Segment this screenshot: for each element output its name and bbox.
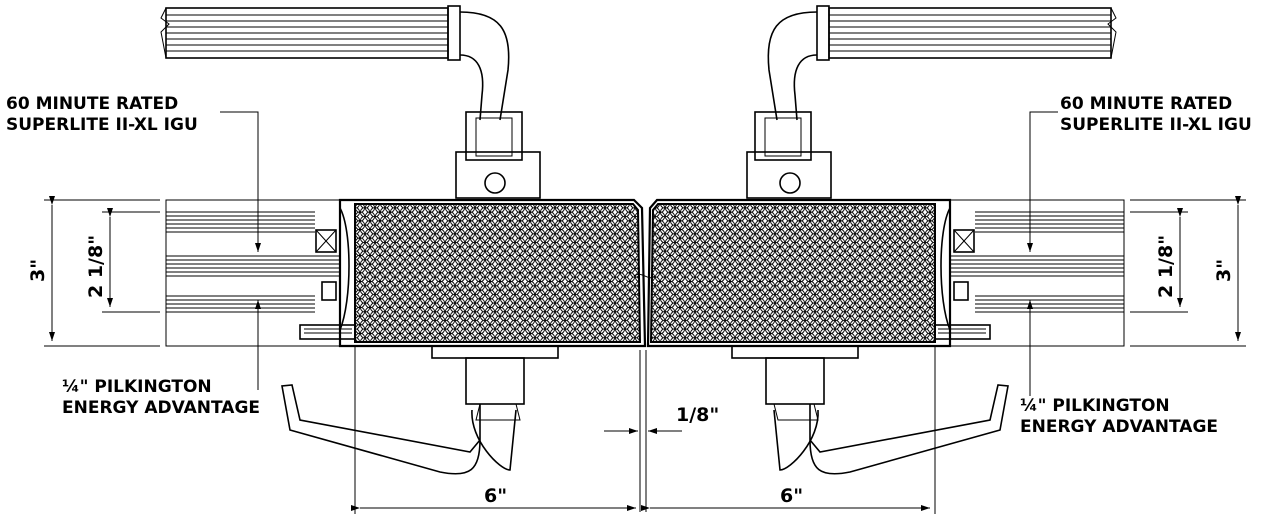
left-lever-handle (281, 345, 559, 475)
left-top-callout-line1: 60 MINUTE RATED (6, 94, 178, 114)
right-push-bar (746, 5, 1117, 199)
left-push-bar (160, 5, 541, 199)
left-glass-height-dimension (102, 208, 160, 313)
left-bottom-callout-line1: ¼" PILKINGTON (62, 377, 212, 397)
left-overall-height-text: 3" (27, 259, 49, 282)
right-bottom-callout-line2: ENERGY ADVANTAGE (1020, 417, 1218, 437)
left-width-dimension (351, 346, 636, 514)
right-overall-height-dimension (1130, 196, 1246, 347)
left-width-text: 6" (484, 485, 507, 507)
left-glass-unit (165, 199, 350, 347)
right-pilkington-text: " PILKINGTON (1038, 396, 1170, 416)
right-glass-height-text: 2 1/8" (1155, 235, 1177, 298)
right-glass-unit (940, 199, 1125, 347)
gap-dimension (604, 350, 682, 512)
right-honeycomb-core (649, 203, 936, 343)
right-lever-handle (731, 345, 1009, 475)
left-overall-height-dimension (44, 196, 160, 347)
left-honeycomb-core (354, 203, 642, 343)
left-quarter-fraction: ¼ (62, 377, 80, 397)
left-pilkington-text: " PILKINGTON (80, 377, 212, 397)
right-door-section (646, 5, 1125, 475)
right-quarter-fraction: ¼ (1020, 396, 1038, 416)
gap-text: 1/8" (676, 404, 719, 426)
left-glass-height-text: 2 1/8" (85, 235, 107, 298)
right-top-leader (1027, 111, 1058, 252)
right-top-callout-line1: 60 MINUTE RATED (1060, 94, 1232, 114)
right-bottom-callout-line1: ¼" PILKINGTON (1020, 396, 1170, 416)
right-width-dimension (641, 346, 936, 514)
left-door-section (160, 5, 647, 475)
right-width-text: 6" (780, 485, 803, 507)
left-top-callout-line2: SUPERLITE II-XL IGU (6, 115, 198, 135)
left-bottom-callout-line2: ENERGY ADVANTAGE (62, 398, 260, 418)
right-glass-height-dimension (1130, 208, 1188, 313)
right-overall-height-text: 3" (1213, 259, 1235, 282)
left-top-leader (220, 111, 261, 252)
right-top-callout-line2: SUPERLITE II-XL IGU (1060, 115, 1252, 135)
